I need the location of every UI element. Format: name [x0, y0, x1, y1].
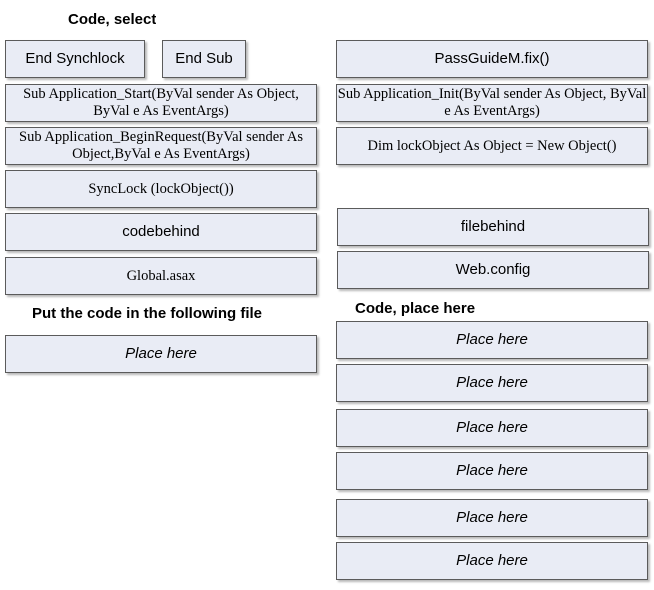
drop-target-label: Place here	[456, 331, 528, 349]
code-drop-target-4[interactable]: Place here	[336, 452, 648, 490]
put-code-heading: Put the code in the following file	[32, 305, 262, 322]
choice-synclock[interactable]: SyncLock (lockObject())	[5, 170, 317, 208]
choice-label: SyncLock (lockObject())	[88, 180, 234, 197]
drop-target-label: Place here	[456, 509, 528, 527]
choice-filebehind[interactable]: filebehind	[337, 208, 649, 246]
choice-label: End Sub	[175, 50, 233, 68]
choice-end-synclock[interactable]: End Synchlock	[5, 40, 145, 78]
code-drop-target-2[interactable]: Place here	[336, 364, 648, 402]
choice-web-config[interactable]: Web.config	[337, 251, 649, 289]
choice-application-start[interactable]: Sub Application_Start(ByVal sender As Ob…	[5, 84, 317, 122]
code-drop-target-1[interactable]: Place here	[336, 321, 648, 359]
drop-target-label: Place here	[456, 552, 528, 570]
choice-label: filebehind	[460, 218, 526, 236]
choice-label: codebehind	[122, 223, 200, 241]
choice-label: Dim lockObject As Object = New Object()	[367, 137, 617, 154]
choice-end-sub[interactable]: End Sub	[162, 40, 246, 78]
choice-label: Sub Application_Init(ByVal sender As Obj…	[337, 86, 647, 119]
choice-begin-request[interactable]: Sub Application_BeginRequest(ByVal sende…	[5, 127, 317, 165]
choice-global-asax[interactable]: Global.asax	[5, 257, 317, 295]
choice-label: PassGuideM.fix()	[434, 50, 550, 68]
choice-application-init[interactable]: Sub Application_Init(ByVal sender As Obj…	[336, 84, 648, 122]
drop-target-label: Place here	[456, 462, 528, 480]
file-drop-target[interactable]: Place here	[5, 335, 317, 373]
drop-target-label: Place here	[456, 419, 528, 437]
choice-passguide[interactable]: PassGuideM.fix()	[336, 40, 648, 78]
drop-target-label: Place here	[456, 374, 528, 392]
code-drop-target-6[interactable]: Place here	[336, 542, 648, 580]
choice-label: End Synchlock	[25, 50, 125, 68]
choice-dim-lockobject[interactable]: Dim lockObject As Object = New Object()	[336, 127, 648, 165]
choice-label: Sub Application_BeginRequest(ByVal sende…	[19, 129, 303, 162]
choice-label: Global.asax	[126, 267, 196, 284]
choice-codebehind[interactable]: codebehind	[5, 213, 317, 251]
choice-label: Sub Application_Start(ByVal sender As Ob…	[23, 86, 299, 119]
choice-label: Web.config	[455, 261, 531, 279]
drop-target-label: Place here	[125, 345, 197, 363]
code-drop-target-3[interactable]: Place here	[336, 409, 648, 447]
code-place-heading: Code, place here	[355, 300, 476, 317]
code-drop-target-5[interactable]: Place here	[336, 499, 648, 537]
code-select-heading: Code, select	[68, 11, 156, 28]
